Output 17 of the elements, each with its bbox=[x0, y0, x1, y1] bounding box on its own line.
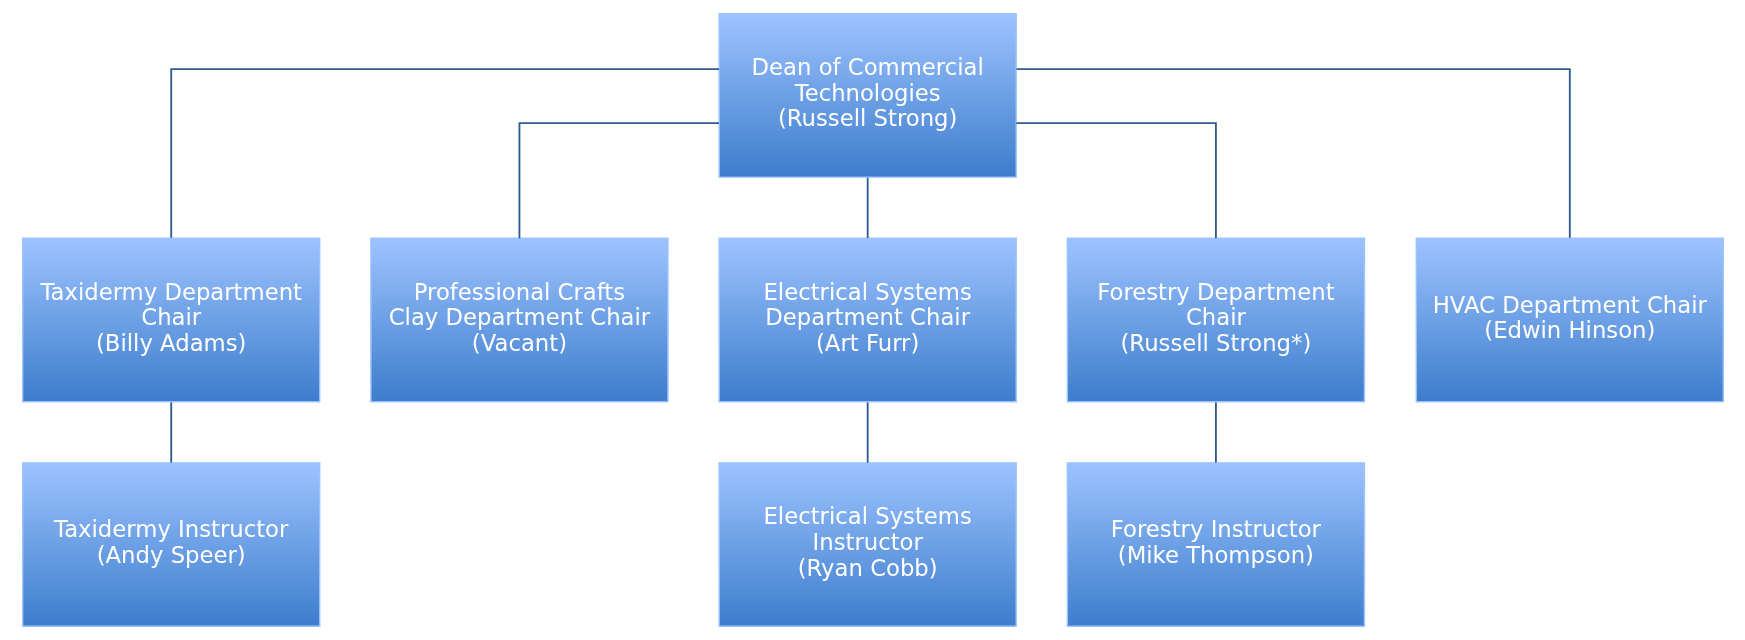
node-box: Forestry Department Chair (Russell Strong*) bbox=[1066, 237, 1365, 403]
connector bbox=[866, 176, 869, 239]
node-box: HVAC Department Chair (Edwin Hinson) bbox=[1415, 237, 1724, 403]
connector bbox=[1014, 122, 1217, 240]
node-box: Professional Crafts Clay Department Chair (Vacant) bbox=[369, 237, 669, 403]
node-box: Taxidermy Department Chair (Billy Adams) bbox=[21, 237, 320, 403]
node-box: Dean of Commercial Technologies (Russell Strong) bbox=[717, 13, 1017, 178]
connector bbox=[169, 401, 172, 464]
node-box: Taxidermy Instructor (Andy Speer) bbox=[21, 462, 320, 627]
node-box: Electrical Systems Department Chair (Art Furr) bbox=[717, 237, 1017, 403]
connector bbox=[1214, 401, 1217, 464]
connector bbox=[518, 122, 720, 240]
connector bbox=[1015, 68, 1571, 239]
node-box: Electrical Systems Instructor (Ryan Cobb) bbox=[717, 462, 1017, 627]
connector bbox=[866, 401, 869, 464]
node-box: Forestry Instructor (Mike Thompson) bbox=[1066, 462, 1365, 627]
connector bbox=[169, 68, 720, 239]
